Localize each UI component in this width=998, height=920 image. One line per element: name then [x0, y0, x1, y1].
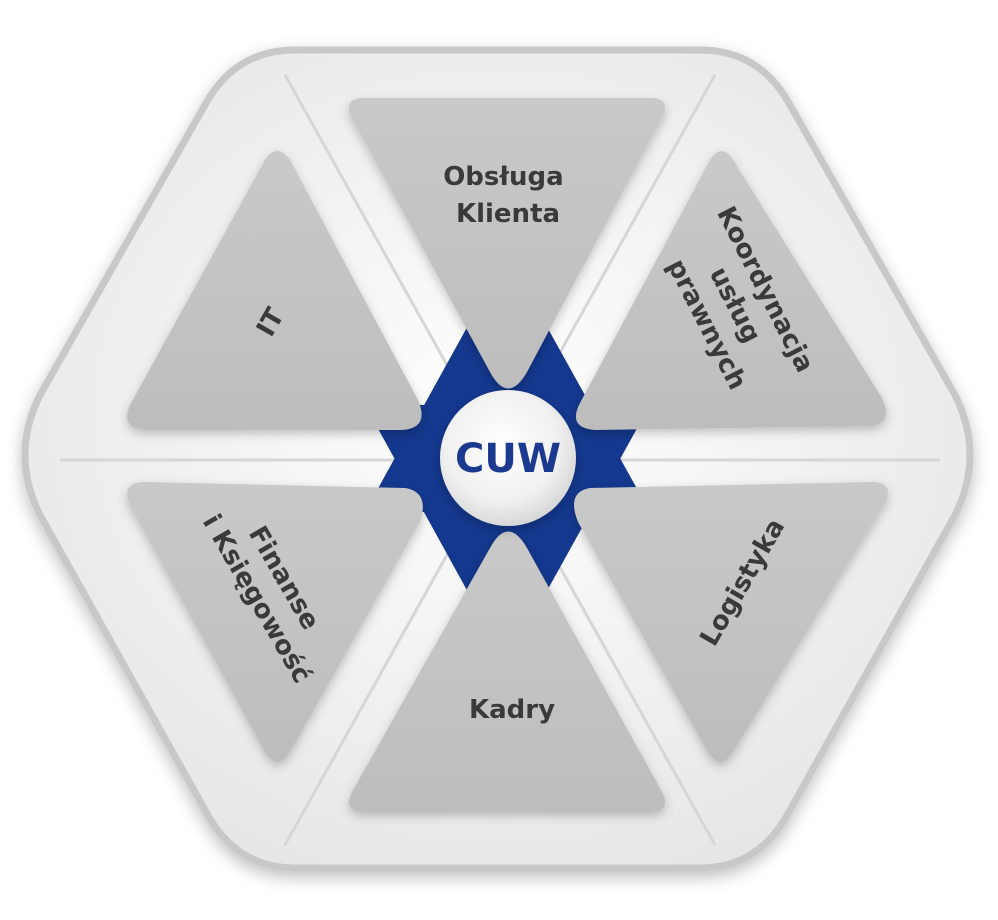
label-bottom: Kadry	[469, 695, 555, 725]
center-circle	[440, 390, 576, 526]
label-top-line-1: Obsługa	[443, 162, 564, 192]
center-label: CUW	[455, 436, 561, 482]
segment-lower-left	[127, 482, 423, 762]
segment-upper-right	[575, 151, 886, 430]
segment-bottom	[348, 531, 666, 812]
label-top-line-2: Klienta	[456, 199, 560, 229]
segment-top	[348, 98, 666, 389]
label-top: Obsługa Klienta	[443, 162, 573, 229]
segment-upper-left	[127, 151, 422, 430]
label-bottom-line-1: Kadry	[469, 695, 555, 725]
segment-lower-right	[574, 482, 888, 762]
